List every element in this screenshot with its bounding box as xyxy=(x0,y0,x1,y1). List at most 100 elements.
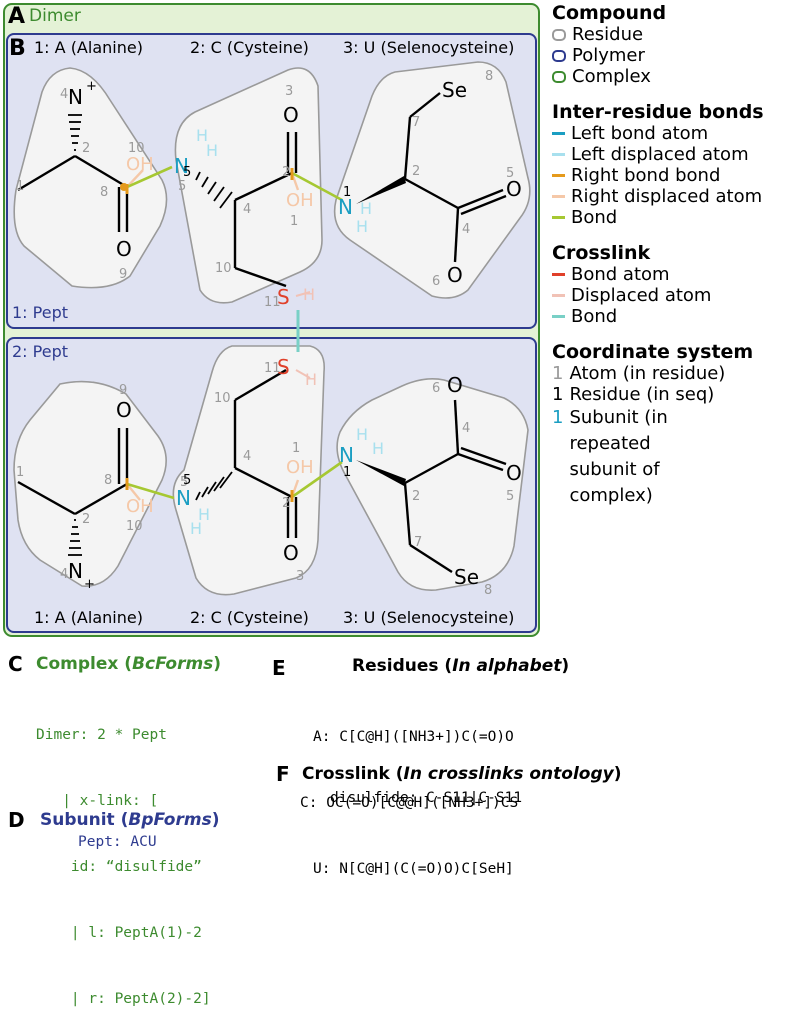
svg-text:5: 5 xyxy=(183,473,191,488)
svg-text:9: 9 xyxy=(119,267,127,282)
bottom-sec-wedge-bond xyxy=(356,460,406,486)
panel-b-letter: B xyxy=(9,36,26,61)
bottom-cys-s-h-atom: H xyxy=(305,370,317,389)
bottom-alanine-bonds xyxy=(17,428,129,516)
legend-inter-residue-title: Inter-residue bonds xyxy=(552,101,764,123)
top-ala-o-atom: O xyxy=(116,237,132,261)
right-bond-atom-swatch xyxy=(552,174,565,177)
bottom-residue-2-header: 2: C (Cysteine) xyxy=(190,608,309,627)
top-sec-o-atom-2: O xyxy=(447,263,463,287)
bottom-ala-oh-atom: OH xyxy=(126,496,154,517)
bottom-residue-seq-numbers: 15 xyxy=(183,465,351,488)
top-residue-2-header: 2: C (Cysteine) xyxy=(190,38,309,57)
complex-swatch xyxy=(552,70,566,83)
section-f-title-text: Crosslink ( xyxy=(302,764,404,784)
section-f-title: Crosslink (In crosslinks ontology) xyxy=(302,764,621,784)
top-residue-3-header: 3: U (Selenocysteine) xyxy=(343,38,515,57)
e-code-line-a: A: C[C@H]([NH3+])C(=O)O xyxy=(313,729,514,745)
top-alanine-bonds xyxy=(17,154,129,232)
svg-text:4: 4 xyxy=(60,567,68,582)
bottom-sec-o-atom-2: O xyxy=(506,461,522,485)
svg-text:2: 2 xyxy=(282,496,290,511)
top-sec-o-atom-1: O xyxy=(506,177,522,201)
residue-blob-alanine-bottom xyxy=(13,380,167,587)
top-peptide-bond-1 xyxy=(126,165,173,189)
legend-left-displaced-label: Left displaced atom xyxy=(571,144,749,165)
bottom-cys-h-atom-2: H xyxy=(190,519,202,538)
c-code-line-5: | r: PeptA(2)-2] xyxy=(36,991,211,1007)
svg-text:7: 7 xyxy=(412,115,420,130)
svg-text:11: 11 xyxy=(264,361,281,376)
left-displaced-swatch xyxy=(552,153,565,156)
bottom-cys-h-atom-1: H xyxy=(198,505,210,524)
residue-coord-label: Residue (in seq) xyxy=(569,384,715,405)
c-code-line-3: id: “disulfide” xyxy=(36,859,202,875)
top-sec-h-atom-2: H xyxy=(356,217,368,236)
bottom-peptide-bond-1 xyxy=(126,482,175,500)
svg-text:4: 4 xyxy=(243,202,251,217)
section-c-code: Dimer: 2 * Pept | x-link: [ id: “disulfi… xyxy=(36,680,211,1032)
section-d-title-text: Subunit ( xyxy=(40,810,129,830)
svg-text:9: 9 xyxy=(119,383,127,398)
legend-residue-label: Residue xyxy=(572,24,644,45)
svg-text:11: 11 xyxy=(264,295,281,310)
bottom-ala-oh-bond xyxy=(126,483,141,501)
top-cys-s-atom: S xyxy=(277,285,290,309)
svg-text:10: 10 xyxy=(128,141,145,156)
bottom-residue-3-header: 3: U (Selenocysteine) xyxy=(343,608,515,627)
polymer-top-label: 1: Pept xyxy=(12,303,69,322)
legend-xlink-displaced-label: Displaced atom xyxy=(571,285,712,306)
svg-text:6: 6 xyxy=(432,274,440,289)
left-bond-atom-swatch xyxy=(552,132,565,135)
top-ala-n-plus: + xyxy=(86,79,97,94)
legend-left-bond-atom-label: Left bond atom xyxy=(571,123,709,144)
svg-text:10: 10 xyxy=(214,391,231,406)
section-d-code: Pept: ACU xyxy=(78,834,157,850)
bottom-cys-o-atom: O xyxy=(283,541,299,565)
svg-text:4: 4 xyxy=(462,421,470,436)
svg-text:5: 5 xyxy=(506,166,514,181)
residue-blob-selenocysteine-top xyxy=(333,61,531,299)
bottom-cys-n-atom: N xyxy=(176,486,191,510)
legend: Compound Residue Polymer Complex Inter-r… xyxy=(552,2,786,509)
residue-blob-cysteine-top xyxy=(174,67,323,304)
complex-label: Dimer xyxy=(29,6,81,26)
bottom-sec-h-atom-2: H xyxy=(372,439,384,458)
section-e-title-emphasis: In alphabet xyxy=(452,656,562,676)
bottom-sec-o-atom-1: O xyxy=(447,373,463,397)
svg-text:2: 2 xyxy=(82,512,90,527)
residue-blob-cysteine-bottom xyxy=(172,345,326,596)
svg-text:2: 2 xyxy=(412,164,420,179)
bottom-cysteine-bonds xyxy=(233,368,298,538)
top-ala-oh-atom: OH xyxy=(126,154,154,175)
panel-f-letter: F xyxy=(276,762,290,786)
top-cysteine-hash-bond xyxy=(195,171,233,209)
section-c-title: Complex (BcForms) xyxy=(36,654,221,674)
atom-coord-label: Atom (in residue) xyxy=(569,363,726,384)
legend-xlink-bond-label: Bond xyxy=(571,306,618,327)
svg-text:5: 5 xyxy=(183,165,191,180)
subunit-coord-num: 1 xyxy=(552,407,564,428)
section-f-code: disulfide: C-S11|C-S11 xyxy=(330,790,523,806)
top-cysteine-bonds xyxy=(233,132,298,288)
legend-complex-item: Complex xyxy=(552,66,786,87)
top-sec-wedge-bond xyxy=(356,176,406,204)
section-f-title-emphasis: In crosslinks ontology xyxy=(403,764,614,784)
legend-bond-item: Bond xyxy=(552,207,786,228)
top-cys-s-h-bond xyxy=(295,291,311,297)
xlink-bond-atom-swatch xyxy=(552,273,565,276)
bottom-alanine-hash-bond xyxy=(68,519,82,556)
top-cys-oh-atom: OH xyxy=(286,190,314,211)
legend-right-displaced-item: Right displaced atom xyxy=(552,186,786,207)
legend-left-bond-atom-item: Left bond atom xyxy=(552,123,786,144)
legend-polymer-label: Polymer xyxy=(572,45,645,66)
polymer-swatch xyxy=(552,49,566,62)
legend-xlink-displaced-item: Displaced atom xyxy=(552,285,786,306)
panel-e-letter: E xyxy=(272,656,286,680)
legend-right-bond-item: Right bond bond xyxy=(552,165,786,186)
top-selenocysteine-bonds xyxy=(403,92,507,263)
section-d-title-emphasis: BpForms xyxy=(128,810,212,830)
